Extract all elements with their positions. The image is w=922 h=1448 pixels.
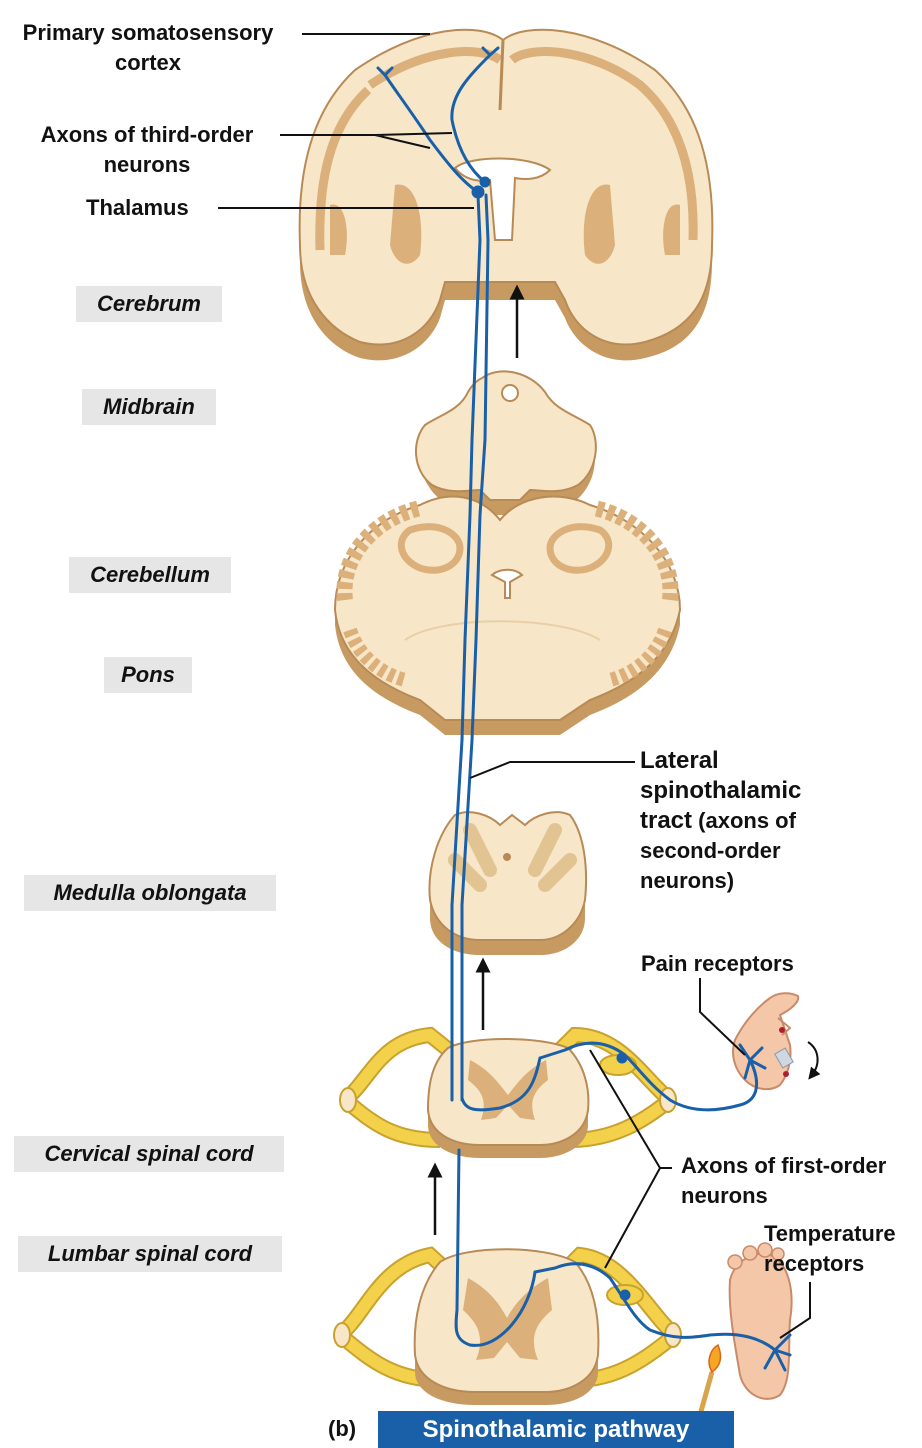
label-lateral-line5: neurons) <box>640 868 735 893</box>
foot-illustration <box>697 1242 793 1416</box>
region-cerebrum: Cerebrum <box>76 286 222 322</box>
label-third-order-line1: Axons of third-order <box>40 122 254 147</box>
region-cerebellum: Cerebellum <box>69 557 231 593</box>
label-first-order-line1: Axons of first-order <box>681 1153 887 1178</box>
label-temperature-line2: receptors <box>764 1251 865 1276</box>
label-first-order-line2: neurons <box>681 1183 768 1208</box>
label-primary-cortex: Primary somatosensory cortex <box>0 18 296 78</box>
midbrain-section <box>414 370 597 515</box>
label-primary-cortex-line2: cortex <box>114 50 182 75</box>
label-lateral-line1: Lateral <box>640 747 719 774</box>
label-pain-receptors: Pain receptors <box>641 951 794 976</box>
label-lateral-line3: tract (axons of <box>640 806 910 836</box>
region-lumbar: Lumbar spinal cord <box>18 1236 282 1272</box>
label-lateral-line3-tract: tract <box>640 807 693 834</box>
medulla-section <box>428 811 588 955</box>
neuron-pathway <box>376 46 792 1372</box>
leader-lines <box>218 33 811 1339</box>
cervical-cord-section <box>339 957 677 1158</box>
region-midbrain: Midbrain <box>82 389 216 425</box>
label-third-order-line2: neurons <box>103 152 191 177</box>
region-pons: Pons <box>104 657 192 693</box>
lumbar-cord-section <box>333 1162 682 1405</box>
caption-letter: (b) <box>328 1416 357 1441</box>
label-temperature-receptors: Temperature receptors <box>764 1219 920 1279</box>
label-lateral-line3-rest: (axons of <box>692 808 796 833</box>
label-third-order: Axons of third-order neurons <box>18 120 276 180</box>
cerebrum-section <box>298 28 714 361</box>
label-lateral-spinothalamic: Lateral spinothalamic tract (axons of se… <box>640 746 910 896</box>
label-temperature-line1: Temperature <box>764 1221 896 1246</box>
region-cervical: Cervical spinal cord <box>14 1136 284 1172</box>
region-medulla: Medulla oblongata <box>24 875 276 911</box>
label-thalamus: Thalamus <box>86 195 189 220</box>
label-lateral-line4: second-order <box>640 838 781 863</box>
cerebellum-pons-section <box>333 495 682 735</box>
label-first-order: Axons of first-order neurons <box>681 1151 921 1211</box>
label-primary-cortex-line1: Primary somatosensory <box>22 20 274 45</box>
caption-title: Spinothalamic pathway <box>378 1411 734 1448</box>
label-lateral-line2: spinothalamic <box>640 777 802 804</box>
